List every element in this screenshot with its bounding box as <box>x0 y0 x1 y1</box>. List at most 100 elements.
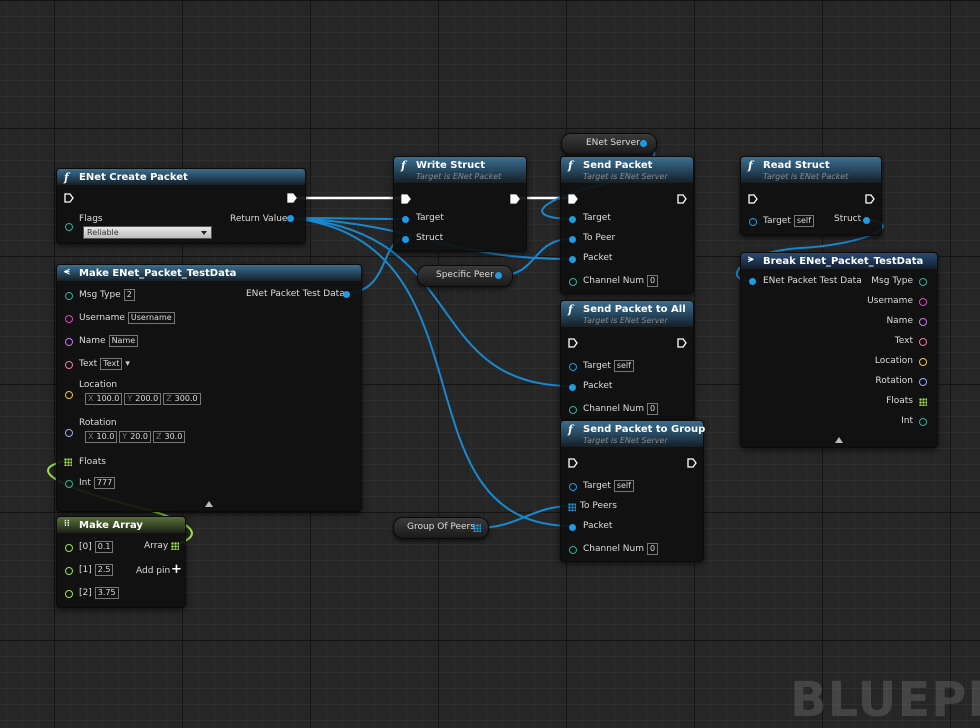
node-header: f Write Struct Target is ENet Packet <box>394 157 526 183</box>
output-name-pin[interactable] <box>919 318 927 326</box>
target-pin[interactable] <box>569 216 576 223</box>
flags-pin[interactable] <box>65 223 73 231</box>
node-title: Break ENet_Packet_TestData <box>763 256 924 267</box>
array-item-1-field[interactable]: 2.5 <box>94 564 114 576</box>
output-rotation-pin[interactable] <box>919 378 927 386</box>
node-header: f Send Packet to Group Target is ENet Se… <box>561 421 705 447</box>
make-array-icon: ⁝⁝ <box>64 519 70 529</box>
text-label: Text <box>79 359 98 369</box>
output-floats-pin[interactable] <box>919 398 927 406</box>
msg-type-pin[interactable] <box>65 292 73 300</box>
text-options-arrow-icon[interactable]: ▾ <box>125 359 130 369</box>
username-field[interactable]: Username <box>127 312 175 324</box>
channel-field[interactable]: 0 <box>647 543 659 555</box>
write-struct-node[interactable]: f Write Struct Target is ENet Packet Tar… <box>393 156 527 252</box>
channel-field[interactable]: 0 <box>647 275 659 287</box>
node-subtitle: Target is ENet Packet <box>763 172 849 181</box>
send-packet-to-group-node[interactable]: f Send Packet to Group Target is ENet Se… <box>560 420 705 562</box>
floats-array-pin[interactable] <box>64 458 72 466</box>
target-field[interactable]: self <box>613 480 634 492</box>
packet-pin[interactable] <box>569 256 576 263</box>
to-peer-pin[interactable] <box>569 236 576 243</box>
target-pin[interactable] <box>402 216 409 223</box>
int-pin[interactable] <box>65 480 73 488</box>
struct-output-pin[interactable] <box>863 217 870 224</box>
array-item-2-field[interactable]: 3.75 <box>94 587 119 599</box>
send-packet-to-all-node[interactable]: f Send Packet to All Target is ENet Serv… <box>560 300 694 420</box>
channel-field[interactable]: 0 <box>647 403 659 415</box>
node-title: Make ENet_Packet_TestData <box>79 268 237 279</box>
text-pin[interactable] <box>65 361 73 369</box>
channel-pin[interactable] <box>569 406 577 414</box>
target-field[interactable]: self <box>613 360 634 372</box>
output-int-pin[interactable] <box>919 418 927 426</box>
text-field[interactable]: Text <box>100 358 123 370</box>
channel-pin[interactable] <box>569 278 577 286</box>
struct-pin[interactable] <box>402 236 409 243</box>
send-packet-node[interactable]: f Send Packet Target is ENet Server Targ… <box>560 156 694 294</box>
output-msg-type-pin[interactable] <box>919 278 927 286</box>
make-array-node[interactable]: ⁝⁝ Make Array [0]0.1 [1]2.5 [2]3.75 Arra… <box>56 516 186 608</box>
function-icon: f <box>401 159 406 172</box>
specific-peer-variable[interactable]: Specific Peer <box>417 265 513 287</box>
enet-create-packet-node[interactable]: f ENet Create Packet Flags Reliable Retu… <box>56 168 306 244</box>
output-text-pin[interactable] <box>919 338 927 346</box>
enet-server-variable[interactable]: ENet Server <box>561 133 657 155</box>
array-item-0: [0]0.1 <box>79 541 114 553</box>
output-location-pin[interactable] <box>919 358 927 366</box>
add-pin-icon[interactable]: + <box>171 562 182 577</box>
int-field[interactable]: 777 <box>93 477 116 489</box>
channel-pin[interactable] <box>569 546 577 554</box>
make-struct-node[interactable]: ⪪ Make ENet_Packet_TestData ENet Packet … <box>56 264 362 512</box>
location-pin[interactable] <box>65 391 73 399</box>
collapse-arrow-icon[interactable] <box>205 501 213 507</box>
add-pin-label[interactable]: Add pin <box>136 566 171 576</box>
array-item-0-field[interactable]: 0.1 <box>94 541 114 553</box>
return-value-pin[interactable] <box>287 215 294 222</box>
specific-peer-pin[interactable] <box>495 272 502 279</box>
output-username-pin[interactable] <box>919 298 927 306</box>
array-item-2-pin[interactable] <box>65 590 73 598</box>
msg-type-field[interactable]: 2 <box>123 289 135 301</box>
username-pin[interactable] <box>65 315 73 323</box>
target-field[interactable]: self <box>793 215 814 227</box>
array-item-1-pin[interactable] <box>65 567 73 575</box>
to-peers-array-pin[interactable] <box>568 503 576 511</box>
name-field[interactable]: Name <box>108 335 139 347</box>
function-icon: f <box>748 159 753 172</box>
collapse-arrow-icon[interactable] <box>835 437 843 443</box>
struct-input-pin[interactable] <box>749 278 756 285</box>
int-label: Int <box>79 478 91 488</box>
group-of-peers-pin[interactable] <box>473 524 481 532</box>
return-value-label: Return Value <box>230 214 288 224</box>
node-header: ⪫ Break ENet_Packet_TestData <box>741 253 937 269</box>
enet-server-pin[interactable] <box>640 140 647 147</box>
packet-label: Packet <box>583 521 613 531</box>
flags-dropdown[interactable]: Reliable <box>83 226 212 239</box>
target-pin[interactable] <box>569 483 577 491</box>
function-icon: f <box>64 171 69 184</box>
node-title: Write Struct <box>416 160 485 171</box>
read-struct-node[interactable]: f Read Struct Target is ENet Packet Targ… <box>740 156 882 236</box>
name-pin[interactable] <box>65 338 73 346</box>
group-of-peers-variable[interactable]: Group Of Peers <box>393 517 489 539</box>
break-struct-node[interactable]: ⪫ Break ENet_Packet_TestData ENet Packet… <box>740 252 938 448</box>
struct-output-pin[interactable] <box>343 291 350 298</box>
packet-pin[interactable] <box>569 524 576 531</box>
target-pin[interactable] <box>569 363 577 371</box>
rotation-pin[interactable] <box>65 429 73 437</box>
array-output-pin[interactable] <box>171 542 179 550</box>
target-pin[interactable] <box>749 218 757 226</box>
packet-pin[interactable] <box>569 384 576 391</box>
array-item-0-pin[interactable] <box>65 544 73 552</box>
